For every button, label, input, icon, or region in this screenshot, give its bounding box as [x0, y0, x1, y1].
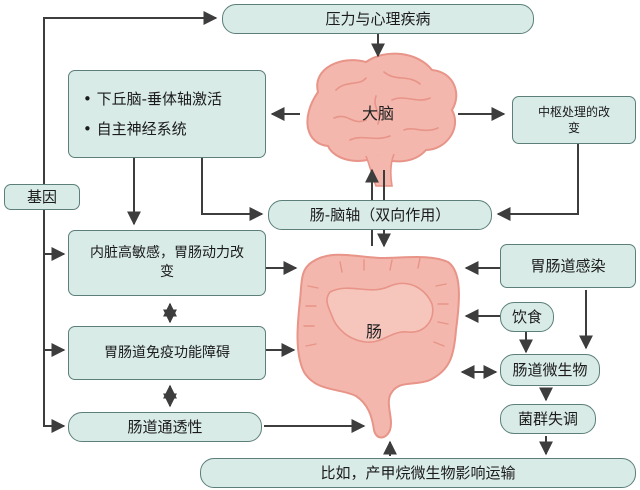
brain-label: 大脑	[362, 104, 395, 123]
central-processing-text: 中枢处理的改变	[537, 104, 610, 135]
brain-illustration	[306, 52, 458, 187]
autonomic-nervous-item: • 自主神经系统	[83, 120, 187, 138]
stress-disease-text: 压力与心理疾病	[325, 9, 431, 28]
gut-label: 肠	[366, 322, 383, 341]
immune-dysfunction-node: 胃肠道免疫功能障碍	[68, 326, 266, 380]
arrow-genes-to-permeability	[43, 208, 66, 433]
hpa-activation-item: • 下丘脑-垂体轴激活	[83, 90, 223, 108]
gut-infection-text: 胃肠道感染	[530, 256, 606, 275]
hpa-autonomic-node: • 下丘脑-垂体轴激活 • 自主神经系统	[68, 70, 266, 158]
arrow-genes-to-stress	[43, 11, 218, 184]
visceral-hypersensitivity-node: 内脏高敏感，胃肠动力改变	[68, 230, 266, 296]
gut-microbiota-node: 肠道微生物	[500, 354, 600, 386]
arrow-central-to-axis	[496, 144, 579, 221]
stress-disease-node: 压力与心理疾病	[222, 4, 534, 34]
visceral-hypersensitivity-text: 内脏高敏感，胃肠动力改变	[90, 245, 244, 280]
intestinal-permeability-node: 肠道通透性	[68, 412, 262, 442]
diet-node: 饮食	[500, 302, 554, 332]
gut-infection-node: 胃肠道感染	[500, 244, 636, 288]
intestinal-permeability-text: 肠道通透性	[127, 417, 203, 436]
genes-node: 基因	[4, 184, 80, 210]
intestine-illustration	[296, 253, 460, 439]
immune-dysfunction-text: 胃肠道免疫功能障碍	[104, 344, 230, 361]
methanogen-transit-text: 比如，产甲烷微生物影响运输	[320, 463, 516, 482]
dysbiosis-node: 菌群失调	[500, 404, 596, 434]
arrow-hpa-to-axis	[201, 158, 264, 221]
genes-text: 基因	[26, 187, 57, 206]
methanogen-transit-node: 比如，产甲烷微生物影响运输	[200, 458, 636, 488]
dysbiosis-text: 菌群失调	[517, 409, 578, 428]
gut-brain-axis-node: 肠-脑轴（双向作用）	[268, 200, 492, 230]
gut-microbiota-text: 肠道微生物	[512, 360, 588, 379]
gut-brain-axis-text: 肠-脑轴（双向作用）	[309, 205, 451, 224]
central-processing-node: 中枢处理的改变	[512, 96, 636, 144]
diet-text: 饮食	[511, 307, 542, 326]
